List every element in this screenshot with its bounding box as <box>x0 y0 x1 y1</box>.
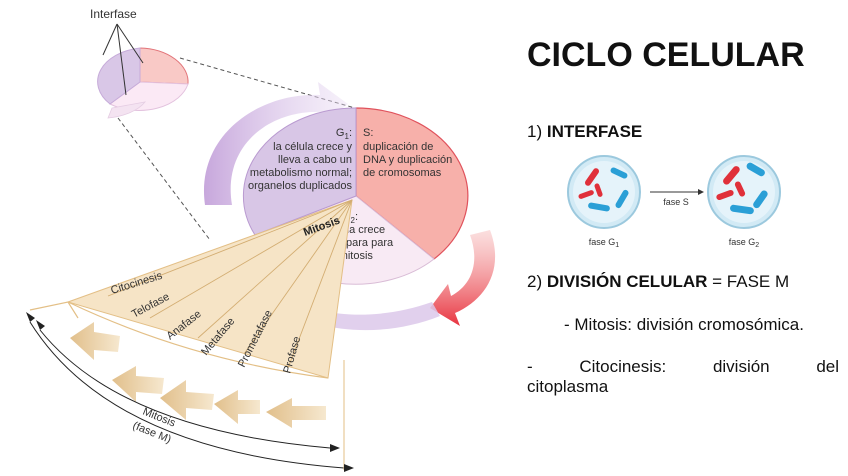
citocinesis-word-1: - <box>527 357 533 376</box>
cell-g1 <box>567 155 641 229</box>
arc-arrowhead-1 <box>330 444 340 452</box>
cell-division-figure: fase S fase G1 fase G2 <box>567 155 781 249</box>
g1-title: G1: <box>336 127 352 141</box>
section-interfase: 1) INTERFASE <box>527 122 642 142</box>
g1-line-4: organelos duplicados <box>248 180 352 192</box>
citocinesis-word-4: del <box>816 357 839 376</box>
s-line-1: duplicación de <box>363 141 433 153</box>
mitosis-phase-fan <box>66 199 353 379</box>
phase-arrows <box>70 322 326 428</box>
g1-line-3: metabolismo normal; <box>250 167 352 179</box>
fan-edge <box>29 301 79 319</box>
projection-lines <box>117 57 356 241</box>
section-division: 2) DIVISIÓN CELULAR = FASE M <box>527 272 789 292</box>
g1-line-2: lleva a cabo un <box>278 154 352 166</box>
cell-g2-label: fase G2 <box>729 237 760 249</box>
interfase-label: Interfase <box>90 7 137 21</box>
arc-arrowhead-2 <box>344 464 354 472</box>
citocinesis-word-3: división <box>712 357 770 376</box>
s-title: S: <box>363 127 373 139</box>
cell-g2 <box>707 155 781 229</box>
interfase-pointer-lines <box>102 23 144 96</box>
arc-arrowhead-3 <box>36 320 45 330</box>
interfase-number: 1) <box>527 122 547 141</box>
division-number: 2) <box>527 272 547 291</box>
g1-phase-sector <box>242 107 357 236</box>
s-line-2: DNA y duplicación <box>363 154 452 166</box>
s-line-3: de cromosomas <box>363 167 442 179</box>
citocinesis-bullet: - Citocinesis: división del citoplasma <box>527 357 839 397</box>
purple-cycle-arrow-top <box>203 82 348 205</box>
s-phase-arrowhead <box>698 189 704 195</box>
slide-title: CICLO CELULAR <box>527 36 805 74</box>
red-cycle-arrow <box>430 230 496 326</box>
s-phase-arrow-label: fase S <box>663 197 689 207</box>
citocinesis-line-2: citoplasma <box>527 377 609 396</box>
citocinesis-word-2: Citocinesis: <box>579 357 667 376</box>
interfase-heading: INTERFASE <box>546 122 643 141</box>
arc-arrowhead-4 <box>26 312 35 322</box>
division-rest: = FASE M <box>707 272 790 291</box>
g1-line-1: la célula crece y <box>273 141 352 153</box>
mitosis-arcs <box>29 321 345 470</box>
cell-g1-label: fase G1 <box>589 237 620 249</box>
mitosis-bullet: - Mitosis: división cromosómica. <box>564 315 804 334</box>
small-interfase-pie <box>97 47 189 119</box>
division-heading: DIVISIÓN CELULAR <box>546 272 708 291</box>
cell-cycle-diagram: Interfase G1: la célula crece y lleva a … <box>26 7 496 472</box>
s-phase-sector <box>355 107 469 260</box>
